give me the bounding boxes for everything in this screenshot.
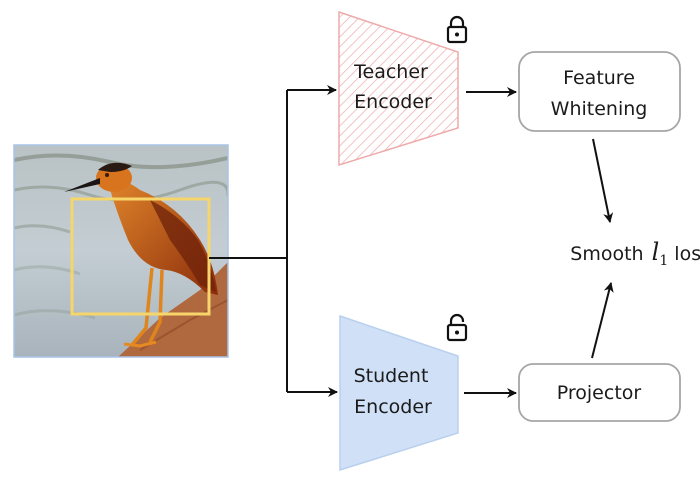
locked-padlock-icon: [446, 15, 468, 44]
feature-whitening-box: Feature Whitening: [518, 51, 681, 132]
student-encoder: Student Encoder: [339, 314, 459, 472]
loss-label: Smooth l1 loss: [528, 238, 700, 269]
loss-prefix: Smooth: [570, 243, 649, 265]
svg-text:Smooth l1 loss: Smooth l1 loss: [528, 238, 700, 269]
whitening-label-line1: Feature: [563, 67, 635, 89]
loss-symbol: l: [652, 238, 660, 266]
input-image: [13, 144, 229, 358]
loss-subscript: 1: [659, 253, 668, 269]
arrow-projector-to-loss: [591, 282, 614, 359]
whitening-label-line2: Whitening: [551, 98, 648, 120]
arrow-whitening-to-loss: [592, 138, 614, 223]
unlocked-padlock-icon: [446, 313, 468, 342]
teacher-encoder: Teacher Encoder: [338, 10, 459, 167]
teacher-label-line2: Encoder: [354, 91, 432, 113]
branch-connector: [209, 85, 338, 397]
crop-box: [70, 197, 211, 316]
loss-suffix: loss: [668, 243, 700, 265]
student-label-line2: Encoder: [354, 396, 432, 418]
projector-box: Projector: [518, 363, 681, 422]
projector-label: Projector: [557, 382, 642, 404]
teacher-label-line1: Teacher: [353, 61, 428, 83]
student-label-line1: Student: [354, 365, 429, 387]
